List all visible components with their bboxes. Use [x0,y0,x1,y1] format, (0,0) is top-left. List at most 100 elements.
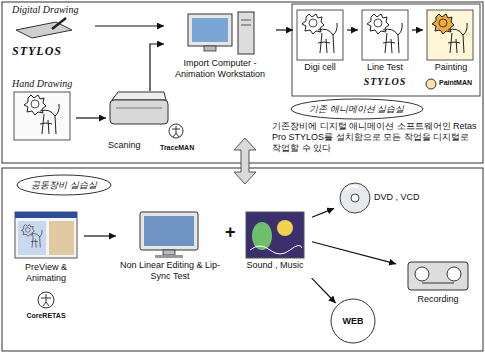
hand-drawing-sketch [24,95,59,134]
flow-arrow [150,44,164,91]
flow-arrow [347,29,358,30]
digi-cell-image [302,14,337,53]
painting-image [432,14,467,53]
sound-image [246,212,304,258]
recorder-icon [408,262,468,290]
node-label: WEB [343,316,364,327]
digi-cell-image [297,10,343,60]
painting-image [427,10,473,60]
pen-tablet-icon [16,22,72,38]
input-device-box: Hand Drawing [10,78,75,142]
node-label: PreView & Animating [10,262,82,284]
coreretas-logo [38,292,54,308]
panel-frame [2,168,483,351]
traceman-logo [169,124,183,138]
panel-frame [2,2,483,163]
cell-frame [292,4,480,96]
flow-arrow [312,242,396,264]
recorder-icon [415,267,429,281]
preview-screenshot [21,225,42,248]
node-label: DVD , VCD [374,192,436,203]
sound-box: Sound , Music [240,208,311,278]
cell-frame [292,4,480,96]
node-label: Import Computer -Animation Workstation [166,58,274,80]
node-label: Recording [398,294,478,305]
room-label-oval: 공동장비 실습실 [16,174,112,196]
sound-image [250,245,302,254]
note-text-holder: 기존장비에 디지털 애니메이션 소프트웨어인 Retas Pro STYLOS를… [272,121,480,153]
node-label: Hand Drawing [12,78,74,90]
node-label: Line Test [360,62,410,73]
output-circle: WEB [330,298,376,344]
scanner-icon [110,92,168,124]
sound-image [277,220,293,236]
output-box: Recording [398,258,479,308]
flow-arrow [76,117,106,118]
sound-image [246,212,304,258]
paintman-logo [426,79,436,89]
traceman-logo [172,126,180,137]
computer-icon [241,25,251,26]
preview-screenshot [49,221,74,255]
editing-monitor [140,212,198,258]
scanner-icon [116,108,162,109]
editing-monitor [155,255,183,258]
flow-arrow [412,29,423,30]
preview-screenshot [15,212,77,258]
process-box: Line TestSTYLOS [360,8,411,94]
coreretas-logo [38,292,54,308]
coreretas-logo [41,294,51,306]
node-label: Sound , Music [240,260,310,271]
output-box: DVD , VCD [336,180,437,216]
logo-text: PaintMAN [439,79,477,87]
preview-screenshot [15,212,77,218]
traceman-logo [169,124,183,138]
logo-text: CoreRETAS [10,312,82,320]
line-test-image [362,10,408,60]
plus-sign-holder: + [225,222,236,244]
input-device-box: Digital DrawingSTYLOS [10,4,94,60]
room-label-oval: 기존 애니메이션 실습실 [290,98,424,120]
logo-text: STYLOS [12,44,92,58]
preview-screenshot [18,221,46,255]
flow-arrow [312,278,336,303]
recorder-icon [408,262,468,290]
disc-icon [340,183,370,213]
editing-box: Non Linear Editing & Lip-Sync Test [118,208,223,292]
flow-arrow [84,235,116,236]
pen-tablet-icon [16,18,72,38]
computer-icon [188,12,254,54]
logo-text: TraceMAN [160,144,200,152]
note-text: 기존장비에 디지털 애니메이션 소프트웨어인 Retas Pro STYLOS를… [272,121,480,153]
hand-drawing-sketch [14,92,70,140]
digi-cell-image [297,10,343,60]
process-box: PaintingPaintMAN [425,8,478,94]
computer-icon [192,18,228,42]
flow-arrow [276,29,293,30]
paintman-logo [426,79,436,89]
disc-icon [340,183,370,213]
node-label: Digi cell [295,62,345,73]
recorder-icon [422,283,454,284]
workstation-box: Import Computer -Animation Workstation [166,10,275,84]
node-label: 공동장비 실습실 [31,180,97,191]
line-test-image [362,10,408,60]
circle-outline [331,299,375,343]
recorder-icon [447,267,461,281]
computer-icon [188,14,232,46]
editing-monitor [140,212,198,250]
computer-icon [238,12,254,54]
double-arrow [234,138,256,184]
node-label: Painting [425,62,477,73]
hand-drawing-sketch [14,92,70,140]
scanner-icon [110,100,168,124]
preview-screenshot [15,212,77,258]
flow-arrow [95,25,164,26]
editing-monitor [144,216,194,246]
process-box: Digi cell [295,8,346,78]
line-test-image [367,14,402,53]
painting-image [427,10,473,60]
node-label: 기존 애니메이션 실습실 [309,104,404,115]
node-label: Scaning [108,140,158,151]
